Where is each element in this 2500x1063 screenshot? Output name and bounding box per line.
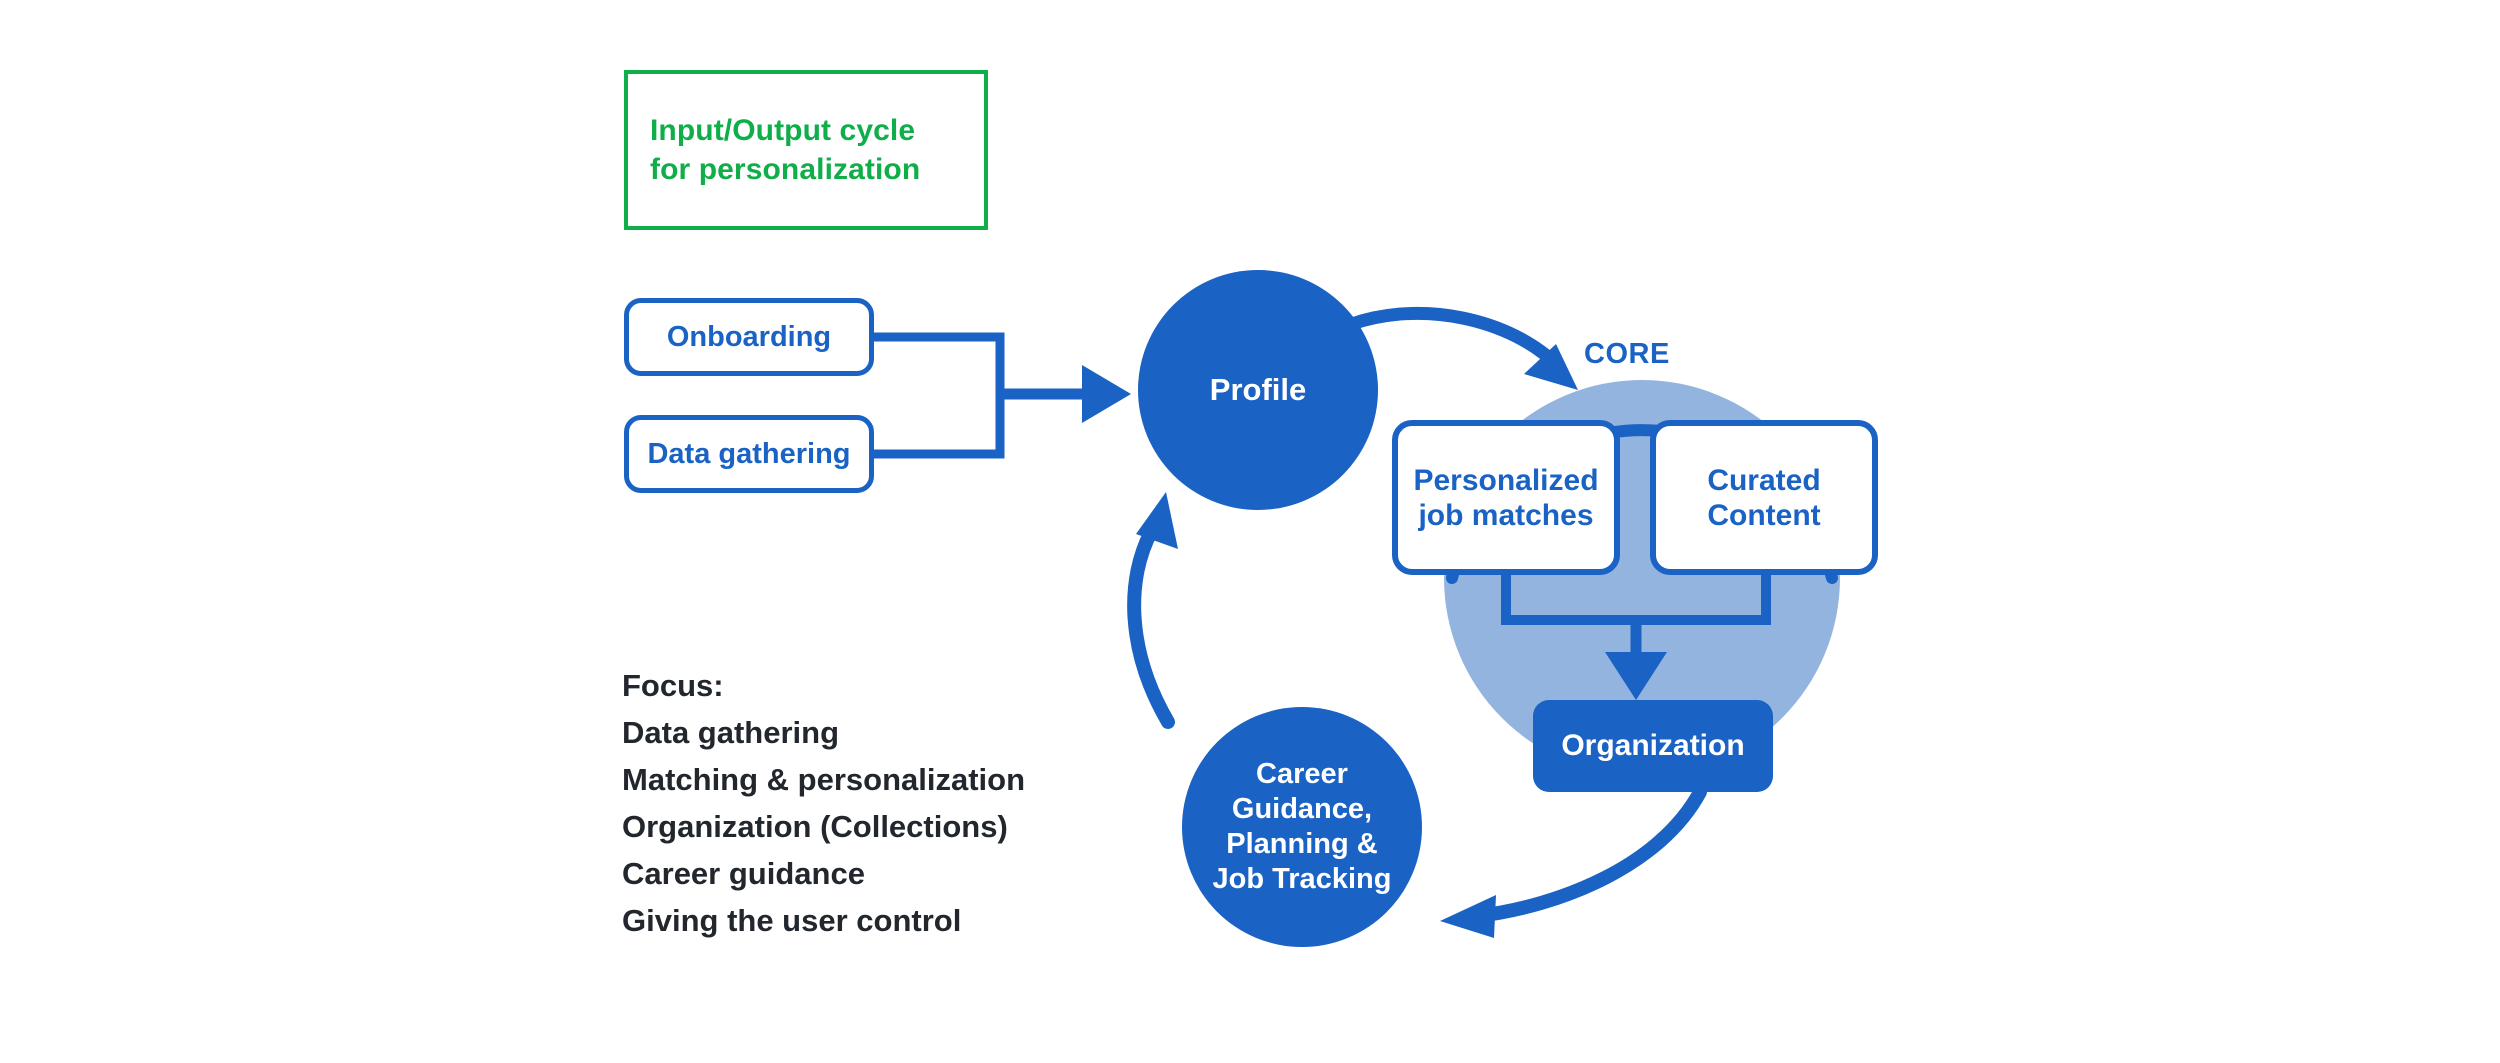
personalized-line-1: Personalized: [1413, 463, 1599, 497]
career-to-profile-arrow: [1127, 523, 1175, 729]
core-label: CORE: [1584, 338, 1670, 371]
focus-item-0: Data gathering: [622, 715, 840, 750]
node-personalized-job-matches[interactable]: Personalized job matches: [1392, 420, 1620, 575]
node-profile[interactable]: Profile: [1138, 270, 1378, 510]
organization-to-career-arrowhead: [1440, 895, 1496, 938]
focus-item-3: Career guidance: [622, 856, 865, 891]
node-profile-label: Profile: [1209, 372, 1307, 407]
career-line-3: Planning &: [1226, 828, 1378, 860]
node-organization-label: Organization: [1561, 729, 1745, 762]
node-curated-content[interactable]: Curated Content: [1650, 420, 1878, 575]
career-line-2: Guidance,: [1231, 793, 1373, 825]
focus-item-2: Organization (Collections): [622, 809, 1008, 844]
curated-line-2: Content: [1707, 498, 1821, 532]
focus-item-1: Matching & personalization: [622, 762, 1026, 797]
personalized-line-2: job matches: [1418, 498, 1594, 532]
career-line-4: Job Tracking: [1212, 863, 1392, 895]
node-organization[interactable]: Organization: [1533, 700, 1773, 792]
legend-title-line-2: for personalization: [650, 153, 921, 186]
legend-title-line-1: Input/Output cycle: [650, 114, 916, 147]
career-to-profile-arrowhead: [1136, 492, 1178, 549]
input-bracket: [866, 332, 1005, 459]
profile-to-core-arrow: [1345, 306, 1565, 373]
focus-item-4: Giving the user control: [622, 903, 962, 938]
node-onboarding[interactable]: Onboarding: [624, 298, 874, 376]
node-career-guidance[interactable]: Career Guidance, Planning & Job Tracking: [1182, 707, 1422, 947]
profile-to-core-arrowhead: [1524, 344, 1578, 390]
career-line-1: Career: [1256, 758, 1348, 790]
organization-to-career-arrow: [1471, 785, 1707, 923]
core-label-text: CORE: [1584, 338, 1670, 370]
legend-title-box: Input/Output cycle for personalization: [624, 70, 988, 230]
input-arrowhead: [1082, 365, 1131, 423]
organization-arrowhead: [1605, 652, 1667, 700]
focus-list: Focus: Data gathering Matching & persona…: [622, 662, 1182, 944]
curated-line-1: Curated: [1707, 463, 1821, 497]
node-onboarding-label: Onboarding: [666, 320, 832, 353]
node-data-gathering-label: Data gathering: [647, 437, 851, 470]
focus-heading: Focus:: [622, 668, 724, 703]
node-data-gathering[interactable]: Data gathering: [624, 415, 874, 493]
